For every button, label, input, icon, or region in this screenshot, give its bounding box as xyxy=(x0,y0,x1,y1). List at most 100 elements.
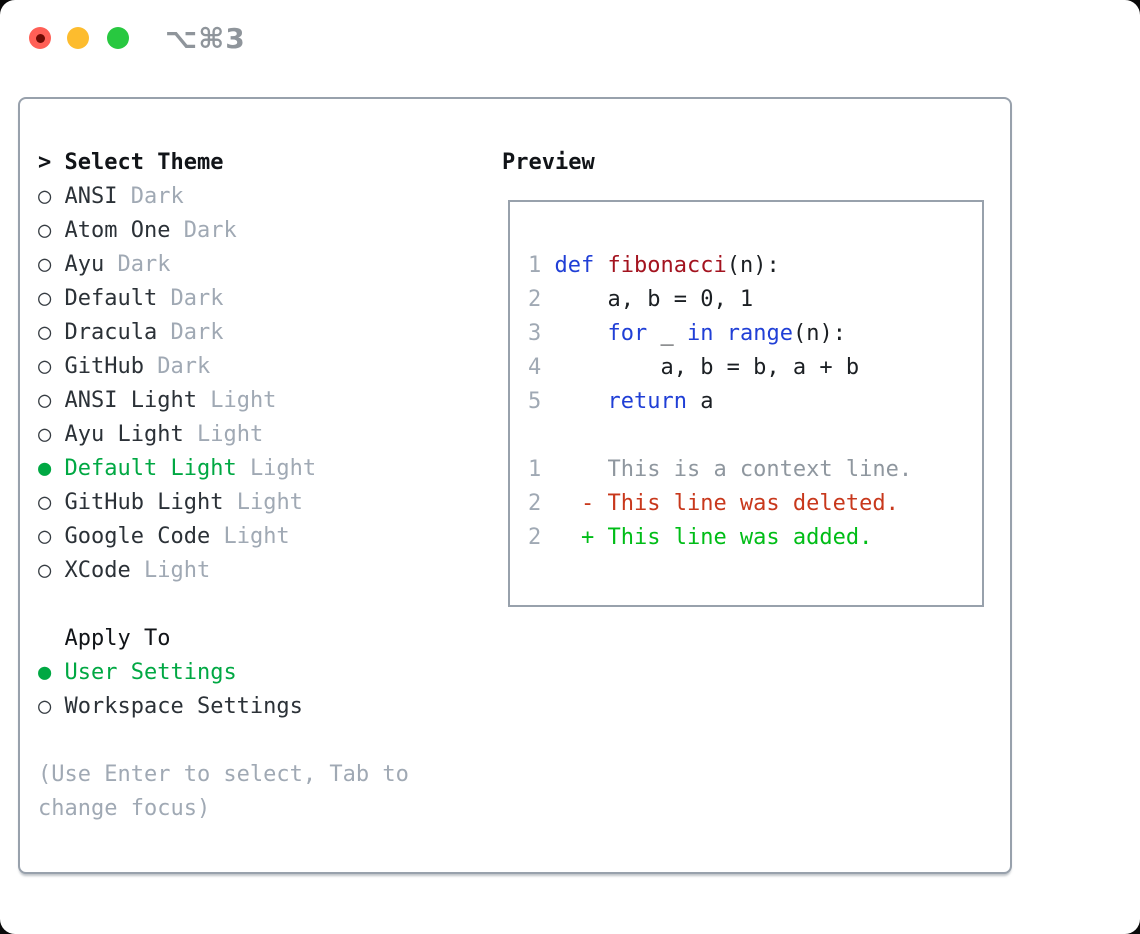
theme-option-google-code[interactable]: ○ Google Code Light xyxy=(38,520,409,554)
line-number: 4 xyxy=(528,355,542,380)
theme-variant-tag: Light xyxy=(196,422,264,447)
theme-option-default[interactable]: ○ Default Dark xyxy=(38,282,409,316)
radio-off-icon: ○ xyxy=(38,252,52,277)
radio-off-icon: ○ xyxy=(38,524,52,549)
line-number: 2 xyxy=(528,525,542,550)
radio-off-icon: ○ xyxy=(38,184,52,209)
theme-variant-tag: Dark xyxy=(170,320,224,345)
theme-menu: > Select Theme ○ ANSI Dark○ Atom One Dar… xyxy=(38,146,409,826)
code-token: def xyxy=(554,253,595,278)
radio-off-icon: ○ xyxy=(38,354,52,379)
theme-variant-tag: Light xyxy=(223,524,290,549)
theme-option-xcode[interactable]: ○ XCode Light xyxy=(38,554,409,588)
cursor-arrow-icon: > xyxy=(38,150,52,175)
hint-line-1: (Use Enter to select, Tab to xyxy=(38,762,409,787)
zoom-button[interactable] xyxy=(107,27,129,49)
apply-option-label: User Settings xyxy=(64,660,237,685)
preview-line: 5 return a xyxy=(528,385,982,419)
theme-option-label: Ayu Light xyxy=(64,422,184,447)
line-number: 1 xyxy=(528,253,542,278)
radio-on-icon: ● xyxy=(38,456,52,481)
code-token: (n): xyxy=(792,321,846,346)
code-token: range xyxy=(726,321,793,346)
theme-option-label: Dracula xyxy=(64,320,158,345)
preview-line: 1 def fibonacci(n): xyxy=(528,249,982,283)
theme-selector-panel: > Select Theme ○ ANSI Dark○ Atom One Dar… xyxy=(18,97,1012,874)
line-number: 2 xyxy=(528,491,542,516)
theme-option-github[interactable]: ○ GitHub Dark xyxy=(38,350,409,384)
theme-option-label: Default xyxy=(64,286,158,311)
code-token xyxy=(713,321,726,346)
preview-header: Preview xyxy=(502,150,595,175)
line-number: 5 xyxy=(528,389,542,414)
theme-option-ansi[interactable]: ○ ANSI Dark xyxy=(38,180,409,214)
code-token: fibonacci xyxy=(607,253,727,278)
apply-to-list: ● User Settings○ Workspace Settings xyxy=(38,656,409,724)
code-token: return xyxy=(607,389,687,414)
theme-variant-tag: Dark xyxy=(117,252,171,277)
radio-off-icon: ○ xyxy=(38,218,52,243)
theme-option-label: Atom One xyxy=(64,218,171,243)
code-token: in xyxy=(686,321,714,346)
select-theme-header: > Select Theme xyxy=(38,146,409,180)
code-token: for xyxy=(607,321,648,346)
code-token: a, b = 0, 1 xyxy=(554,287,754,312)
theme-option-atom-one[interactable]: ○ Atom One Dark xyxy=(38,214,409,248)
line-number: 3 xyxy=(528,321,542,346)
code-token: - This line was deleted. xyxy=(554,491,899,516)
radio-off-icon: ○ xyxy=(38,320,52,345)
theme-variant-tag: Light xyxy=(143,558,211,583)
apply-option-workspace-settings[interactable]: ○ Workspace Settings xyxy=(38,690,409,724)
theme-variant-tag: Dark xyxy=(170,286,224,311)
theme-option-label: Default Light xyxy=(64,456,237,481)
theme-variant-tag: Dark xyxy=(183,218,237,243)
preview-line: 4 a, b = b, a + b xyxy=(528,351,982,385)
theme-option-ansi-light[interactable]: ○ ANSI Light Light xyxy=(38,384,409,418)
preview-line: 2 a, b = 0, 1 xyxy=(528,283,982,317)
theme-option-dracula[interactable]: ○ Dracula Dark xyxy=(38,316,409,350)
radio-off-icon: ○ xyxy=(38,422,52,447)
spacer xyxy=(528,419,982,453)
preview-line: 2 + This line was added. xyxy=(528,521,982,555)
theme-option-label: Ayu xyxy=(64,252,105,277)
diff-preview: 1 This is a context line.2 - This line w… xyxy=(528,453,982,555)
minimize-button[interactable] xyxy=(67,27,89,49)
apply-to-header-label: Apply To xyxy=(64,626,171,651)
theme-option-github-light[interactable]: ○ GitHub Light Light xyxy=(38,486,409,520)
theme-option-default-light[interactable]: ● Default Light Light xyxy=(38,452,409,486)
close-button[interactable] xyxy=(29,27,51,49)
preview-line: 2 - This line was deleted. xyxy=(528,487,982,521)
apply-to-header: Apply To xyxy=(38,622,409,656)
code-token xyxy=(594,253,607,278)
radio-on-icon: ● xyxy=(38,660,52,685)
theme-option-label: Google Code xyxy=(64,524,211,549)
theme-variant-tag: Dark xyxy=(157,354,211,379)
hint-line-2: change focus) xyxy=(38,796,211,821)
code-token: This is a context line. xyxy=(554,457,913,482)
code-token xyxy=(555,389,608,414)
theme-option-label: ANSI Light xyxy=(64,388,197,413)
line-number: 1 xyxy=(528,457,542,482)
radio-off-icon: ○ xyxy=(38,558,52,583)
radio-off-icon: ○ xyxy=(38,388,52,413)
radio-off-icon: ○ xyxy=(38,694,52,719)
theme-variant-tag: Dark xyxy=(130,184,184,209)
unsaved-indicator-icon xyxy=(35,33,45,43)
code-token: (n): xyxy=(726,253,780,278)
line-number: 2 xyxy=(528,287,542,312)
preview-line: 3 for _ in range(n): xyxy=(528,317,982,351)
preview-line: 1 This is a context line. xyxy=(528,453,982,487)
theme-option-ayu-light[interactable]: ○ Ayu Light Light xyxy=(38,418,409,452)
theme-variant-tag: Light xyxy=(236,490,303,515)
theme-option-ayu[interactable]: ○ Ayu Dark xyxy=(38,248,409,282)
code-token: a xyxy=(686,389,714,414)
apply-option-label: Workspace Settings xyxy=(64,694,303,719)
code-token: a, b = b, a + b xyxy=(554,355,860,380)
code-token: + This line was added. xyxy=(554,525,873,550)
radio-off-icon: ○ xyxy=(38,286,52,311)
apply-option-user-settings[interactable]: ● User Settings xyxy=(38,656,409,690)
theme-option-label: ANSI xyxy=(64,184,118,209)
